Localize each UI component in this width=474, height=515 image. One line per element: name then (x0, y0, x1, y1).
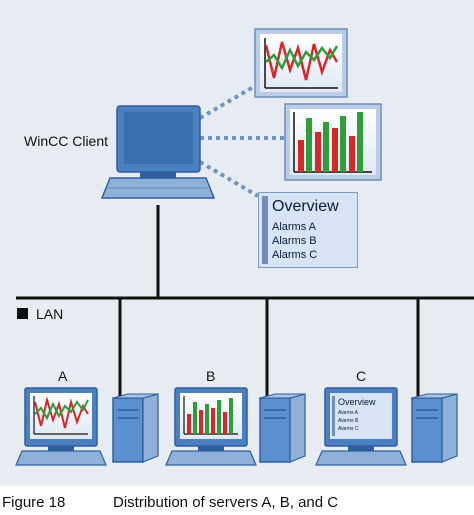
bar-view (284, 103, 382, 181)
server-station-c (315, 387, 458, 466)
bar-chart-icon (293, 112, 372, 173)
lan-label: LAN (36, 306, 64, 322)
server-keyboard-icon (15, 450, 107, 466)
overview-title: Overview (272, 198, 339, 215)
server-c-overview-item: Alarms B (338, 418, 359, 424)
lan-network (16, 205, 474, 398)
client-keyboard-icon (100, 177, 216, 199)
lan-square-icon (17, 308, 28, 319)
diagram-stage: WinCC Client LAN A B C Overview Alarms A… (0, 0, 474, 486)
overview-item: Alarms C (272, 249, 318, 261)
server-c-overview-item: Alarms A (338, 410, 359, 416)
overview-view: Overview Alarms A Alarms B Alarms C (258, 192, 358, 268)
trend-view (254, 28, 348, 98)
server-c-overview-title: Overview (338, 397, 376, 407)
overview-item: Alarms A (272, 221, 317, 233)
server-station-a (15, 387, 159, 466)
overview-item: Alarms B (272, 235, 317, 247)
server-monitor-icon (174, 387, 248, 451)
server-tower-icon (259, 393, 306, 463)
client-label: WinCC Client (24, 133, 109, 149)
server-keyboard-icon (165, 450, 257, 466)
server-tower-icon (112, 393, 159, 463)
network-diagram (15, 28, 474, 466)
figure-caption: Distribution of servers A, B, and C (113, 494, 339, 511)
server-b-label: B (206, 368, 216, 384)
server-c-overview-item: Alarms C (338, 426, 359, 432)
view-connectors (198, 84, 285, 198)
server-tower-icon (411, 393, 458, 463)
client-workstation (100, 105, 216, 199)
connector-overview (198, 160, 260, 198)
trend-chart-icon (264, 38, 339, 89)
client-monitor-icon (116, 105, 201, 178)
server-monitor-icon (24, 387, 98, 451)
server-a-label: A (58, 368, 68, 384)
server-station-b (165, 387, 306, 466)
server-monitor-icon (324, 387, 398, 451)
server-c-label: C (356, 368, 367, 384)
server-keyboard-icon (315, 450, 407, 466)
overview-side-bar (262, 196, 268, 264)
connector-trend (198, 84, 257, 120)
figure-number: Figure 18 (2, 494, 66, 511)
